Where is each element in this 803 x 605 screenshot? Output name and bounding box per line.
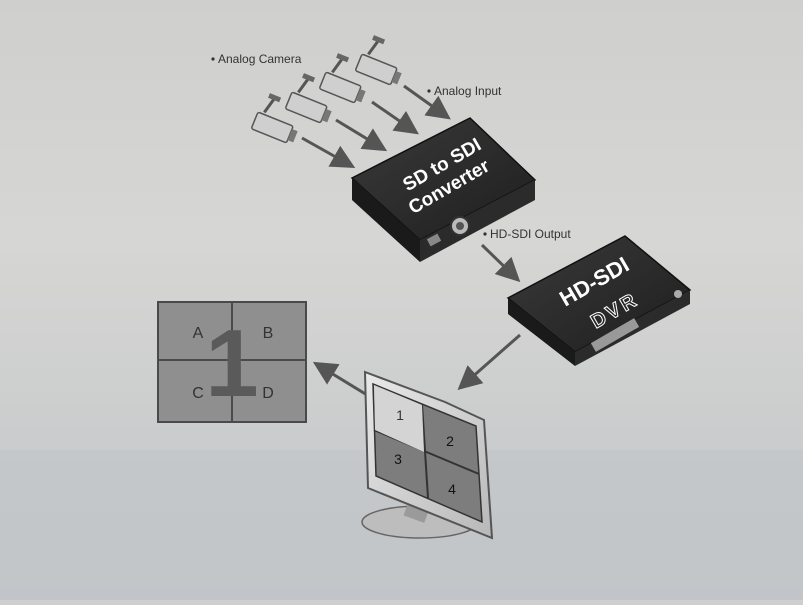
analog-input-label: Analog Input (434, 84, 502, 98)
monitor-cell-3: 3 (394, 451, 402, 467)
hd-sdi-dvr: HD-SDI DVR (506, 235, 692, 366)
monitor-cell-2: 2 (446, 433, 454, 449)
quad-view: 1 A B C D (157, 301, 307, 423)
bullet-dot (483, 232, 487, 236)
arrow-dvr-to-monitor (457, 333, 521, 390)
camera-icon (355, 35, 402, 86)
analog-camera-label: Analog Camera (218, 52, 302, 66)
camera-icon (319, 53, 366, 104)
sd-to-sdi-converter: SD to SDI Converter (350, 117, 537, 262)
arrow-camera-1 (301, 136, 356, 168)
arrow-monitor-to-quad (312, 361, 373, 400)
monitor-cell-1: 1 (396, 407, 404, 423)
camera-icon (251, 93, 298, 144)
hd-sdi-output-label: HD-SDI Output (490, 227, 571, 241)
arrow-camera-2 (335, 118, 388, 152)
quad-cell-b: B (263, 325, 274, 342)
bullet-dot (211, 57, 215, 61)
quad-cell-d: D (262, 385, 274, 402)
arrow-camera-4 (403, 84, 451, 120)
arrow-converter-to-dvr (480, 243, 521, 283)
monitor-cell-4: 4 (448, 481, 456, 497)
monitor: 1 2 3 4 (361, 370, 494, 540)
quad-cell-a: A (193, 325, 204, 342)
quad-cell-c: C (192, 385, 204, 402)
bullet-dot (427, 89, 431, 93)
quad-big-number: 1 (205, 310, 258, 417)
camera-icon (285, 73, 332, 124)
arrow-camera-3 (371, 100, 419, 135)
